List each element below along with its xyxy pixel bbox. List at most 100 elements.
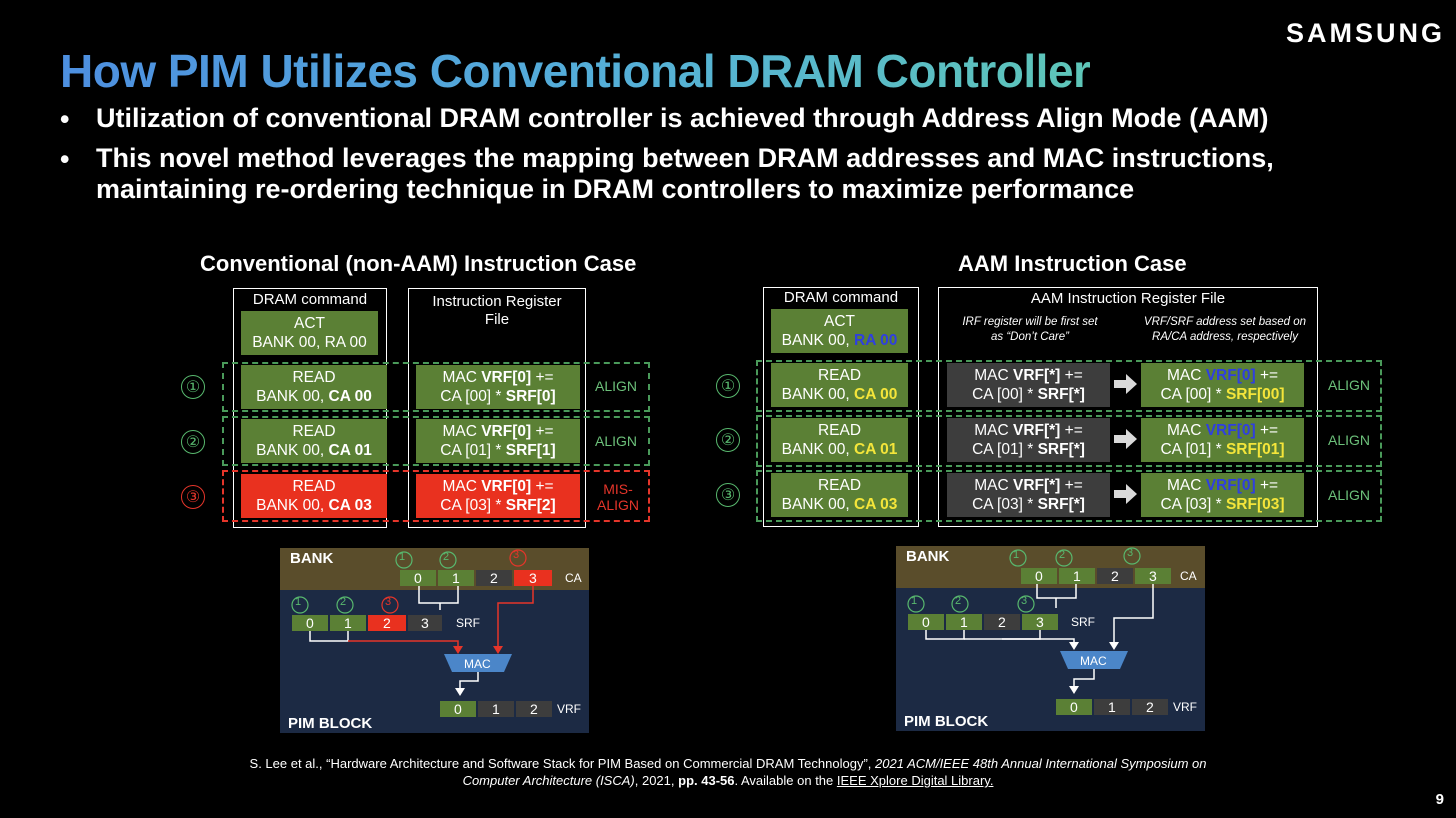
right-aam-prefix-2: MAC: [1166, 422, 1206, 439]
right-irf-box: [938, 287, 1318, 527]
left-row-1-dashed: [222, 362, 650, 412]
right-dram-header: DRAM command: [783, 289, 899, 306]
right-section-title: AAM Instruction Case: [958, 251, 1187, 276]
right-aam-cell-3: MAC VRF[0] += CA [03] * SRF[03]: [1141, 473, 1304, 517]
samsung-logo: SAMSUNG: [1286, 18, 1446, 48]
right-dc-ca-1: CA [00] *: [972, 386, 1038, 403]
right-dc-prefix-2: MAC: [974, 422, 1013, 439]
right-aam-ca-3: CA [03] *: [1160, 496, 1226, 513]
left-mac-srf-3: SRF[2]: [505, 497, 556, 514]
right-irf-header: AAM Instruction Register File: [1030, 290, 1226, 307]
left-diag-n3a: 3: [513, 549, 520, 561]
right-dc-srf-1: SRF[*]: [1037, 386, 1085, 403]
left-mac-op-2: +=: [531, 423, 554, 440]
right-dc-ca-2: CA [01] *: [972, 441, 1038, 458]
left-irf-header-line-1: Instruction Register: [432, 293, 562, 310]
left-diag-n1b: 1: [295, 596, 302, 608]
right-diag-n1b: 1: [911, 595, 918, 607]
left-mac-cell-3: MAC VRF[0] += CA [03] * SRF[2]: [416, 474, 580, 518]
left-diag-n2b: 2: [340, 596, 347, 608]
right-num-1: ①: [716, 374, 740, 398]
right-note-left-line-2: as “Don’t Care”: [991, 331, 1069, 343]
left-bank-pim-diagram: BANK PIM BLOCK 0 1 2 3 CA 0 1 2 3 SRF MA…: [280, 548, 589, 733]
left-irf-box: [408, 288, 586, 528]
left-read-ca-3: CA 03: [328, 497, 372, 514]
right-vrf-1: 1: [1108, 699, 1116, 715]
right-diag-n3b: 3: [1021, 595, 1028, 607]
right-num-3: ③: [716, 483, 740, 507]
left-read-cmd-2: READ: [292, 423, 336, 440]
reference-ieee-link[interactable]: IEEE Xplore Digital Library.: [836, 773, 994, 788]
bullet-1: Utilization of conventional DRAM control…: [96, 103, 1269, 133]
left-mac-cell-1: MAC VRF[0] += CA [00] * SRF[0]: [416, 365, 580, 409]
right-note-right-line-1: VRF/SRF address set based on: [1143, 316, 1307, 328]
left-row-2-dashed: [222, 416, 650, 466]
right-read-bank-3: BANK 00,: [781, 496, 854, 513]
left-diag-n1a: 1: [399, 551, 406, 563]
left-misalign-line-1: MIS-: [603, 481, 633, 497]
right-aam-vrf-2: VRF[0]: [1205, 422, 1256, 439]
right-dc-vrf-3: VRF[*]: [1012, 477, 1061, 494]
left-misalign-line-2: ALIGN: [596, 497, 639, 513]
left-read-bank-1: BANK 00,: [256, 388, 329, 405]
left-read-ca-2: CA 01: [328, 442, 372, 459]
reference-available: . Available on the: [734, 773, 837, 788]
right-diagram-graphic: [896, 546, 1205, 731]
left-ca-3: 3: [529, 570, 537, 586]
slide-title: How PIM Utilizes Conventional DRAM Contr…: [60, 45, 1091, 97]
right-row-3-dashed: [756, 470, 1382, 522]
left-mac-srf-1: SRF[0]: [505, 388, 556, 405]
right-read-ca-1: CA 00: [854, 386, 898, 403]
right-ca-3: 3: [1149, 568, 1157, 584]
left-vrf-1: 1: [492, 701, 500, 717]
right-aam-vrf-1: VRF[0]: [1205, 367, 1256, 384]
reference-venue-1: 2021 ACM/IEEE 48th Annual International …: [875, 756, 1207, 771]
right-dc-ca-3: CA [03] *: [972, 496, 1038, 513]
right-pim-block-label: PIM BLOCK: [904, 713, 989, 730]
left-diagram-graphic: [280, 548, 589, 733]
right-note-right-line-2: RA/CA address, respectively: [1152, 331, 1298, 343]
left-read-cell-3: READ BANK 00, CA 03: [241, 474, 387, 518]
bullet-dot-1: •: [60, 104, 70, 134]
right-vrf-label: VRF: [1173, 700, 1197, 714]
right-dc-srf-3: SRF[*]: [1037, 496, 1085, 513]
left-num-3: ③: [181, 485, 205, 509]
right-srf-3: 3: [1036, 614, 1044, 630]
right-dc-cell-2: MAC VRF[*] += CA [01] * SRF[*]: [947, 418, 1110, 462]
right-srf-2: 2: [998, 614, 1006, 630]
left-mac-vrf-1: VRF[0]: [481, 369, 532, 386]
bullet-2-line-1: This novel method leverages the mapping …: [96, 143, 1274, 173]
left-diag-n3b: 3: [385, 596, 392, 608]
right-diag-n3a: 3: [1127, 547, 1134, 559]
left-mac-label: MAC: [464, 657, 491, 671]
right-dc-op-2: +=: [1060, 422, 1083, 439]
right-read-cmd-1: READ: [817, 367, 862, 384]
left-irf-header: Instruction Register File: [408, 293, 586, 329]
right-align-label-3: ALIGN: [1327, 487, 1370, 503]
left-mac-ca-1: CA [00] *: [440, 388, 506, 405]
left-ca-2: 2: [490, 570, 498, 586]
left-mac-cell-2: MAC VRF[0] += CA [01] * SRF[1]: [416, 419, 580, 463]
right-note-right: VRF/SRF address set based on RA/CA addre…: [1134, 315, 1316, 345]
right-ca-1: 1: [1073, 568, 1081, 584]
right-aam-prefix-1: MAC: [1166, 367, 1206, 384]
left-align-label-2: ALIGN: [594, 433, 637, 449]
right-aam-ca-1: CA [00] *: [1160, 386, 1226, 403]
left-read-ca-1: CA 00: [328, 388, 372, 405]
left-mac-prefix-3: MAC: [442, 478, 482, 495]
left-ca-0: 0: [414, 570, 422, 586]
left-srf-2: 2: [383, 615, 391, 631]
right-note-left: IRF register will be first set as “Don’t…: [944, 315, 1116, 345]
right-aam-op-2: +=: [1255, 422, 1279, 439]
right-dc-vrf-1: VRF[*]: [1012, 367, 1061, 384]
reference-citation: S. Lee et al., “Hardware Architecture an…: [0, 755, 1456, 789]
bullet-dot-2: •: [60, 144, 70, 174]
right-aam-vrf-3: VRF[0]: [1205, 477, 1256, 494]
left-read-cell-2: READ BANK 00, CA 01: [241, 419, 387, 463]
right-vrf-2: 2: [1146, 699, 1154, 715]
left-srf-3: 3: [421, 615, 429, 631]
bullet-2-line-2: maintaining re-ordering technique in DRA…: [96, 174, 1135, 204]
right-read-cell-1: READ BANK 00, CA 00: [771, 363, 908, 407]
right-dc-cell-1: MAC VRF[*] += CA [00] * SRF[*]: [947, 363, 1110, 407]
right-dc-op-1: +=: [1060, 367, 1083, 384]
